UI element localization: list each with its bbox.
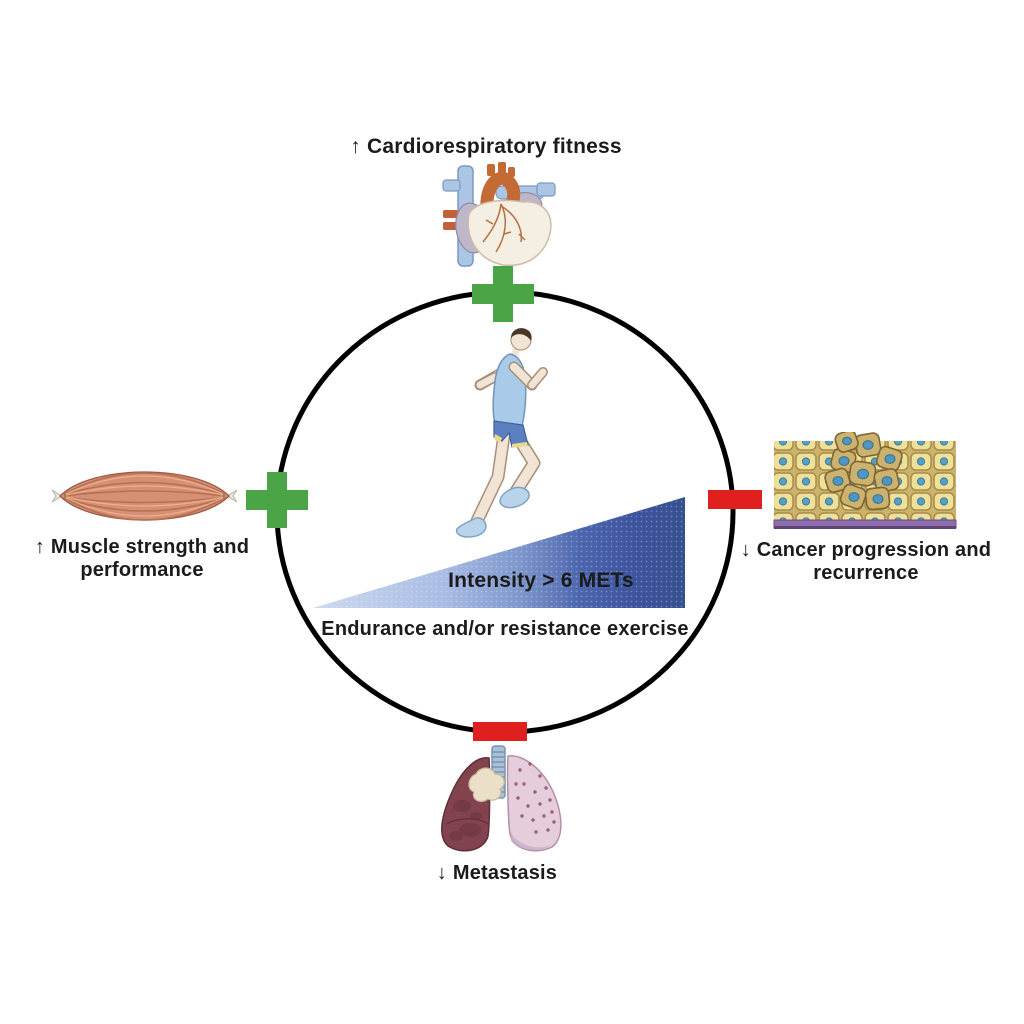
- lungs-icon: [441, 745, 562, 852]
- heart-icon: [442, 162, 556, 267]
- minus-sign-bottom: [473, 722, 527, 741]
- running-person-icon: [455, 328, 548, 538]
- up-arrow-icon: ↑: [34, 536, 46, 558]
- plus-sign-top: [472, 266, 534, 322]
- label-cancer-progression: ↓ Cancer progression and recurrence: [740, 539, 992, 584]
- down-arrow-icon: ↓: [740, 539, 751, 561]
- label-intensity: Intensity > 6 METs: [448, 569, 634, 592]
- down-arrow-icon: ↓: [436, 862, 448, 884]
- tumor-tissue-icon: [773, 432, 957, 529]
- label-cardiorespiratory: ↑ Cardiorespiratory fitness: [350, 135, 622, 158]
- minus-sign-right: [708, 490, 762, 509]
- muscle-icon: [52, 471, 237, 521]
- label-muscle-strength: ↑ Muscle strength and performance: [34, 536, 250, 581]
- label-metastasis: ↓ Metastasis: [436, 862, 558, 884]
- intensity-triangle: [313, 497, 685, 608]
- label-exercise-type: Endurance and/or resistance exercise: [321, 618, 689, 640]
- plus-sign-left: [246, 472, 308, 528]
- up-arrow-icon: ↑: [350, 135, 361, 158]
